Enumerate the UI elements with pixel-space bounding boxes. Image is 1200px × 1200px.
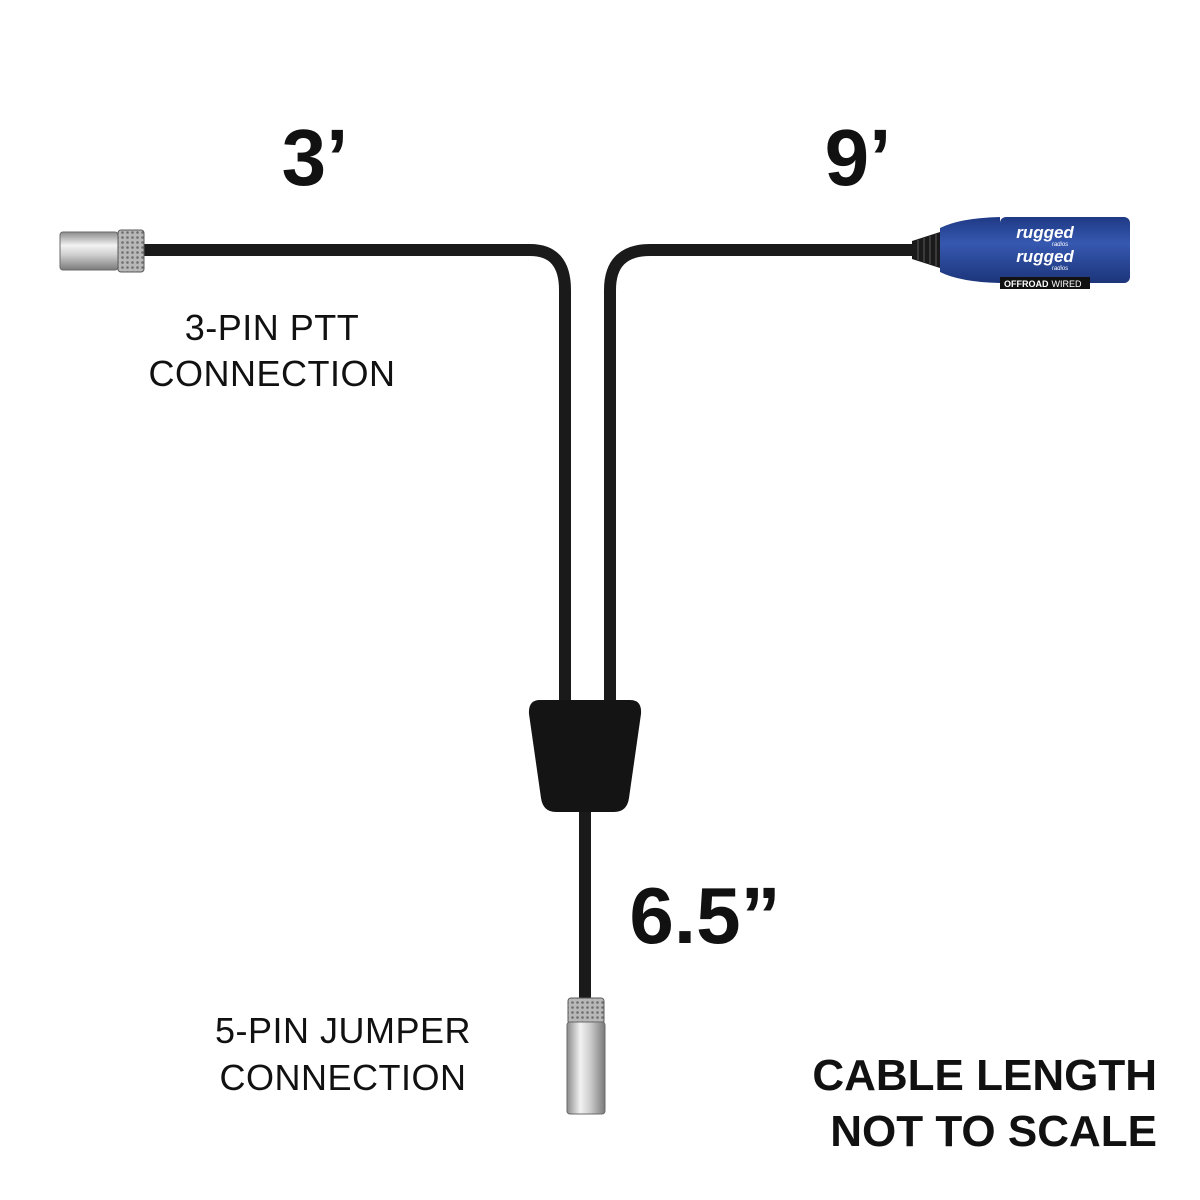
- bottom-cable-length: 6.5”: [629, 871, 780, 960]
- jumper-label-line1: 5-PIN JUMPER: [215, 1010, 471, 1051]
- jumper-label-line2: CONNECTION: [220, 1057, 467, 1098]
- plug-brand-top: rugged: [1016, 223, 1074, 242]
- jumper-connector: [566, 997, 606, 1115]
- ptt-label-line2: CONNECTION: [149, 353, 396, 394]
- ptt-label-line1: 3-PIN PTT: [185, 307, 360, 348]
- splitter-junction: [528, 700, 642, 812]
- plug-brand-sub-top: radios: [1052, 242, 1068, 248]
- left-cable: [134, 244, 571, 716]
- scale-note-line1: CABLE LENGTH: [812, 1051, 1157, 1100]
- ptt-connector: [59, 229, 145, 273]
- plug-brand-bottom: rugged: [1016, 247, 1074, 266]
- left-cable-length: 3’: [282, 113, 349, 202]
- plug-band-rest: WIRED: [1052, 279, 1082, 289]
- scale-note-line2: NOT TO SCALE: [830, 1107, 1157, 1156]
- right-cable: [604, 244, 921, 716]
- plug-band-bold: OFFROAD: [1004, 279, 1049, 289]
- right-cable-length: 9’: [825, 113, 892, 202]
- plug-brand-sub-bottom: radios: [1052, 266, 1068, 272]
